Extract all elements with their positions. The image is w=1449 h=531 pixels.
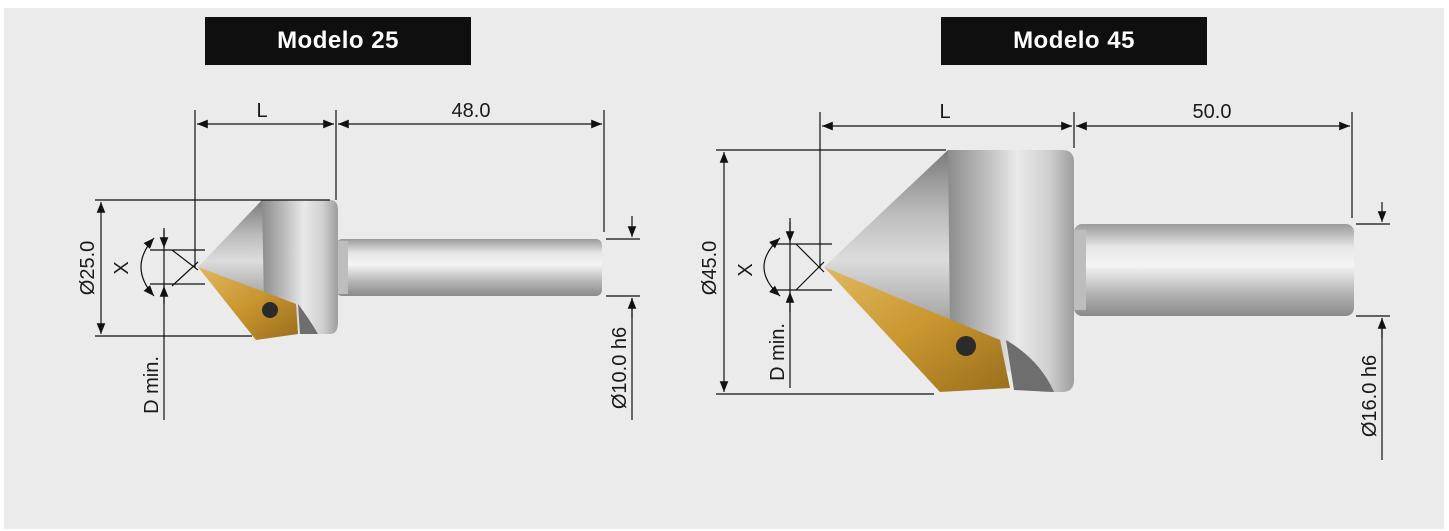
model-45-label-diameter: Ø45.0 xyxy=(699,241,721,295)
model-25-label-L: L xyxy=(256,100,267,122)
model-25-angle-line-1 xyxy=(171,249,199,271)
model-25-dimensions xyxy=(95,110,640,420)
model-25-title-text: Modelo 25 xyxy=(277,27,399,54)
model-25-label-shank-length: 48.0 xyxy=(452,100,491,122)
model-25-angle-line-2 xyxy=(171,261,199,287)
model-25-insert-screw xyxy=(262,302,278,318)
model-45-angle-line-2 xyxy=(795,261,825,291)
model-45-insert-screw xyxy=(956,336,976,356)
model-25-label-shank-diameter: Ø10.0 h6 xyxy=(609,327,631,409)
model-45-angle-arc xyxy=(763,237,781,297)
model-45-insert xyxy=(824,267,1010,392)
model-25-tool xyxy=(198,200,602,340)
model-45-label-L: L xyxy=(939,101,950,123)
model-45-chip-flute xyxy=(1006,340,1054,392)
model-45-shank xyxy=(1074,224,1354,316)
model-25-insert xyxy=(198,267,298,340)
model-45-dimensions xyxy=(716,112,1390,460)
model-25-angle-arc xyxy=(140,237,155,297)
model-25-title: Modelo 25 xyxy=(205,17,471,65)
model-25-shank xyxy=(336,239,602,296)
model-45-label-shank-diameter: Ø16.0 h6 xyxy=(1359,355,1381,437)
model-45-tool xyxy=(824,150,1354,392)
model-25-chip-flute xyxy=(298,304,318,334)
model-45-label-shank-length: 50.0 xyxy=(1193,101,1232,123)
model-45-label-dmin: D min. xyxy=(767,323,789,381)
model-25-label-angle: X xyxy=(111,261,133,274)
model-45-shank-collar xyxy=(1074,230,1086,310)
model-25-cone xyxy=(198,200,264,302)
model-25-label-diameter: Ø25.0 xyxy=(77,241,99,295)
model-25-shank-collar xyxy=(336,241,348,294)
model-45-title-text: Modelo 45 xyxy=(1013,27,1135,54)
model-25-labels: L 48.0 Ø25.0 X D min. Ø10.0 h6 xyxy=(77,100,631,414)
model-45-cone xyxy=(824,150,950,332)
model-45-title: Modelo 45 xyxy=(941,17,1207,65)
model-45-labels: L 50.0 Ø45.0 X D min. Ø16.0 h6 xyxy=(699,101,1381,437)
model-25-label-dmin: D min. xyxy=(141,356,163,414)
model-45-label-angle: X xyxy=(735,263,757,276)
